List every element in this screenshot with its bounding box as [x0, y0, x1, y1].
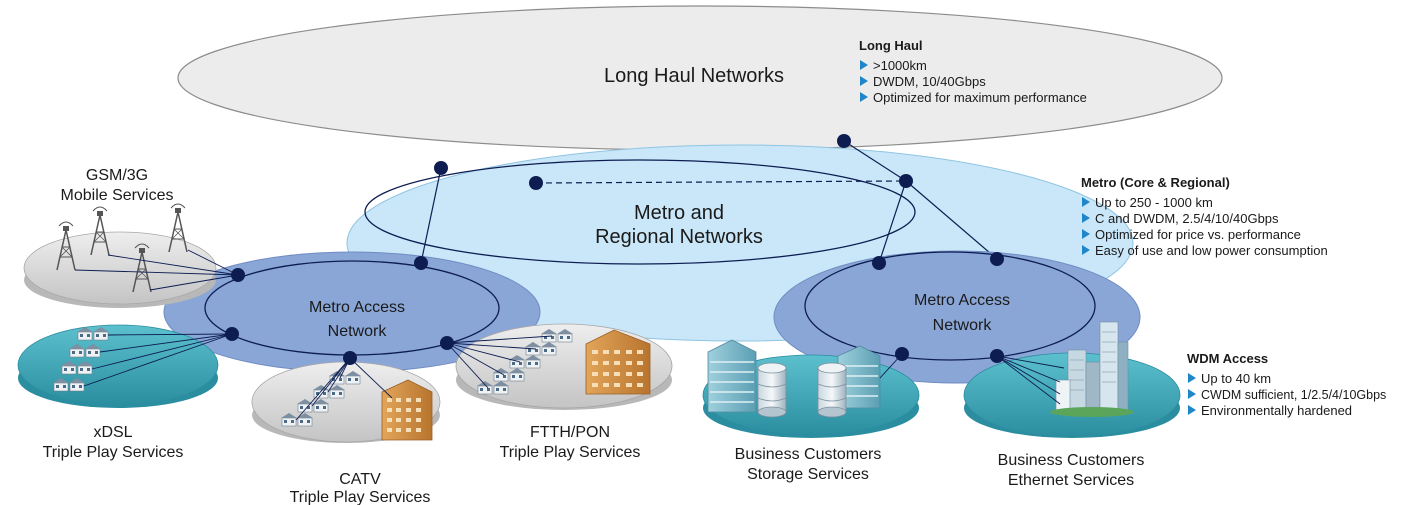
triangle-bullet-icon: [1082, 213, 1090, 223]
triangle-bullet-icon: [1188, 373, 1196, 383]
gsm-label-1: GSM/3G: [86, 167, 148, 184]
metro-spec-bullet: Optimized for price vs. performance: [1095, 227, 1301, 242]
metro-core-ring: [364, 159, 916, 265]
gsm-label-2: Mobile Services: [61, 187, 174, 204]
triangle-bullet-icon: [1082, 245, 1090, 255]
triangle-bullet-icon: [1082, 197, 1090, 207]
long-haul-spec: Long Haul >1000km DWDM, 10/40Gbps Optimi…: [859, 38, 1087, 105]
metro-access-right-label-2: Network: [933, 317, 993, 334]
metro-spec-bullet: Up to 250 - 1000 km: [1095, 195, 1213, 210]
metro-right-link-a: [878, 180, 907, 264]
ftth-label-2: Triple Play Services: [500, 444, 641, 461]
ethernet-label-2: Ethernet Services: [1008, 472, 1134, 489]
triangle-bullet-icon: [1082, 229, 1090, 239]
gsm-links: [74, 249, 239, 291]
ethernet-links: [996, 355, 1065, 405]
triangle-bullet-icon: [1188, 405, 1196, 415]
wdm-access-spec-bullet: Environmentally hardened: [1201, 403, 1352, 418]
network-nodes: [225, 134, 1004, 365]
metro-access-right-ring: [804, 251, 1096, 361]
triangle-bullet-icon: [860, 76, 868, 86]
xdsl-service-disc: [17, 324, 219, 408]
triangle-bullet-icon: [860, 60, 868, 70]
long-haul-spec-bullet: >1000km: [873, 58, 927, 73]
wdm-access-spec-title: WDM Access: [1187, 351, 1268, 366]
xdsl-links: [83, 333, 233, 387]
ftth-links: [446, 335, 553, 389]
storage-label-1: Business Customers: [735, 446, 882, 463]
metro-spec: Metro (Core & Regional) Up to 250 - 1000…: [1081, 175, 1328, 258]
metro-access-left-label-1: Metro Access: [309, 299, 405, 316]
ethernet-label-1: Business Customers: [998, 452, 1145, 469]
office-building-icon: [707, 339, 881, 413]
wdm-access-spec-bullet: Up to 40 km: [1201, 371, 1271, 386]
long-haul-label: Long Haul Networks: [604, 65, 784, 87]
metro-regional-label-1: Metro and: [634, 202, 724, 224]
metro-regional-label-2: Regional Networks: [595, 226, 763, 248]
apartment-building-icon: [585, 329, 651, 395]
metro-spec-bullet: Easy of use and low power consumption: [1095, 243, 1328, 258]
metro-dashed-link: [535, 180, 907, 184]
apartment-building-icon: [381, 379, 433, 441]
gsm-service-disc: [23, 231, 217, 308]
long-haul-spec-bullet: Optimized for maximum performance: [873, 90, 1087, 105]
wdm-access-spec: WDM Access Up to 40 km CWDM sufficient, …: [1187, 351, 1386, 418]
catv-label-2: Triple Play Services: [290, 489, 431, 505]
lh-link-1: [843, 140, 907, 182]
xdsl-label-2: Triple Play Services: [43, 444, 184, 461]
xdsl-label-1: xDSL: [93, 424, 132, 441]
skyscraper-icon: [1050, 321, 1134, 417]
metro-access-right-label-1: Metro Access: [914, 292, 1010, 309]
metro-right-link-b: [905, 180, 998, 260]
triangle-bullet-icon: [1188, 389, 1196, 399]
metro-spec-title: Metro (Core & Regional): [1081, 175, 1230, 190]
catv-label-1: CATV: [339, 471, 381, 488]
metro-spec-bullet: C and DWDM, 2.5/4/10/40Gbps: [1095, 211, 1279, 226]
triangle-bullet-icon: [860, 92, 868, 102]
long-haul-spec-title: Long Haul: [859, 38, 923, 53]
long-haul-spec-bullet: DWDM, 10/40Gbps: [873, 74, 986, 89]
metro-access-left-label-2: Network: [328, 323, 388, 340]
wdm-access-spec-bullet: CWDM sufficient, 1/2.5/4/10Gbps: [1201, 388, 1386, 402]
metro-left-link: [420, 167, 442, 264]
storage-label-2: Storage Services: [747, 466, 869, 483]
ftth-label-1: FTTH/PON: [530, 424, 610, 441]
